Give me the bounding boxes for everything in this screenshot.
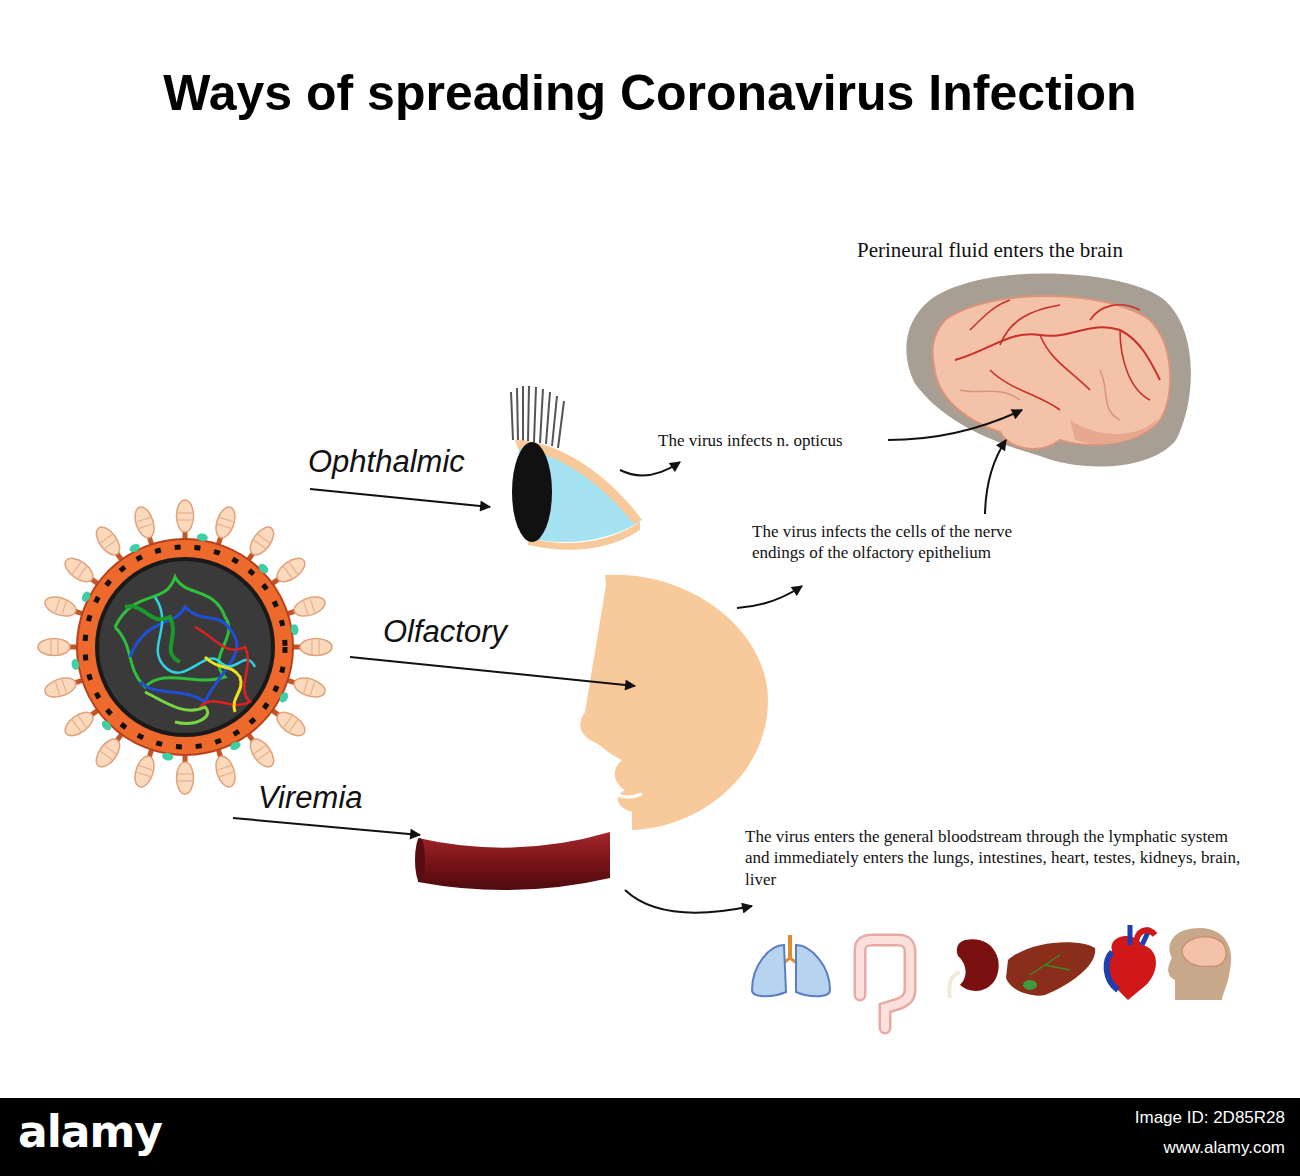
intestine-icon [860,940,910,1028]
liver-icon-part [1030,955,1070,975]
virus-figure-part [100,719,113,732]
virus-figure-part [130,607,237,702]
virus-figure-part [196,533,208,542]
virus-figure-part [205,657,241,712]
eye-figure-part [522,386,524,441]
eye-figure-part [540,389,543,443]
virus-figure-part [128,542,141,554]
heart-icon [1107,925,1156,1000]
brain-figure-part [960,370,1120,420]
brain-heading: Perineural fluid enters the brain [857,238,1123,263]
virus-figure-part [289,639,332,656]
diagram-title: Ways of spreading Coronavirus Infection [0,64,1300,122]
watermark-url: www.alamy.com [1163,1138,1285,1158]
route-label: Olfactory [383,614,507,650]
route-arrows-part [985,440,1006,514]
virus-figure-part [145,692,208,723]
note-text: The virus infects n. opticus [658,430,843,451]
virus-figure-part [125,606,180,662]
virus-figure-part [278,691,290,704]
virus-figure-part [162,752,174,761]
eye-figure-part [528,386,529,441]
lungs-icon-part [788,935,792,958]
blood-vessel-part [415,838,425,882]
head-icon [1168,928,1231,1000]
brain-figure [906,273,1191,466]
heart-icon-part [1107,952,1118,990]
virus-figure-part [155,597,255,673]
intestine-icon-part [860,940,910,1028]
lungs-icon-part [752,945,786,996]
watermark-id: Image ID: 2D85R28 [1135,1108,1285,1128]
eye-figure-part [558,401,564,448]
virus-figure-part [177,500,194,543]
eye-figure-part [512,442,552,542]
virus-figure-part [290,624,299,636]
route-arrows-part [737,586,802,608]
liver-icon-part [1023,980,1037,990]
note-text: The virus enters the general bloodstream… [745,826,1245,890]
eye-figure-part [534,387,536,442]
blood-vessel [415,832,610,890]
eye-figure-part [552,396,557,446]
kidney-icon-part [949,972,960,998]
route-arrows-part [310,489,490,507]
virus-figure-part [229,740,242,752]
virus-figure-part [85,547,285,747]
lungs-icon-part [796,945,830,996]
route-arrows-part [888,410,1022,440]
head-icon-part [1182,937,1226,967]
route-label: Ophthalmic [308,444,465,480]
virus-figure-part [177,751,194,794]
liver-icon-part [1006,942,1095,996]
virus-figure-part [71,658,80,670]
brain-figure-part [932,296,1170,449]
virus-figure-part [80,590,92,603]
virus-figure-part [77,539,293,755]
virus-figure-part [257,562,270,575]
heart-icon-part [1136,930,1155,945]
brain-figure-part [970,300,1150,410]
blood-vessel-part [418,832,610,890]
kidney-icon-part [957,939,999,991]
eye-figure-part [517,388,518,440]
brain-figure-part [1070,418,1158,444]
route-arrows-part [625,890,752,913]
route-label: Viremia [258,780,363,816]
nose-figure [580,575,768,830]
intestine-icon-part [860,940,910,1028]
eye-figure [511,386,642,550]
lungs-icon [752,935,830,996]
eye-figure-part [546,392,550,444]
kidney-icon [949,939,998,998]
head-icon-part [1168,928,1231,1000]
brain-figure-part [955,327,1160,380]
route-arrows-part [233,818,420,835]
eye-figure-part [511,392,513,440]
watermark-bar [0,1098,1300,1176]
watermark-logo: alamy [18,1106,162,1157]
brain-figure-part [906,273,1191,466]
virus-figure-part [38,639,81,656]
virus-figure-part [97,559,273,735]
nose-figure-part [614,793,642,797]
note-text: The virus infects the cells of the nerve… [752,521,1062,564]
route-arrows-part [620,462,680,475]
route-arrows-part [350,657,635,686]
virus-figure [38,500,332,794]
liver-icon [1006,942,1095,996]
nose-figure-part [580,575,768,830]
